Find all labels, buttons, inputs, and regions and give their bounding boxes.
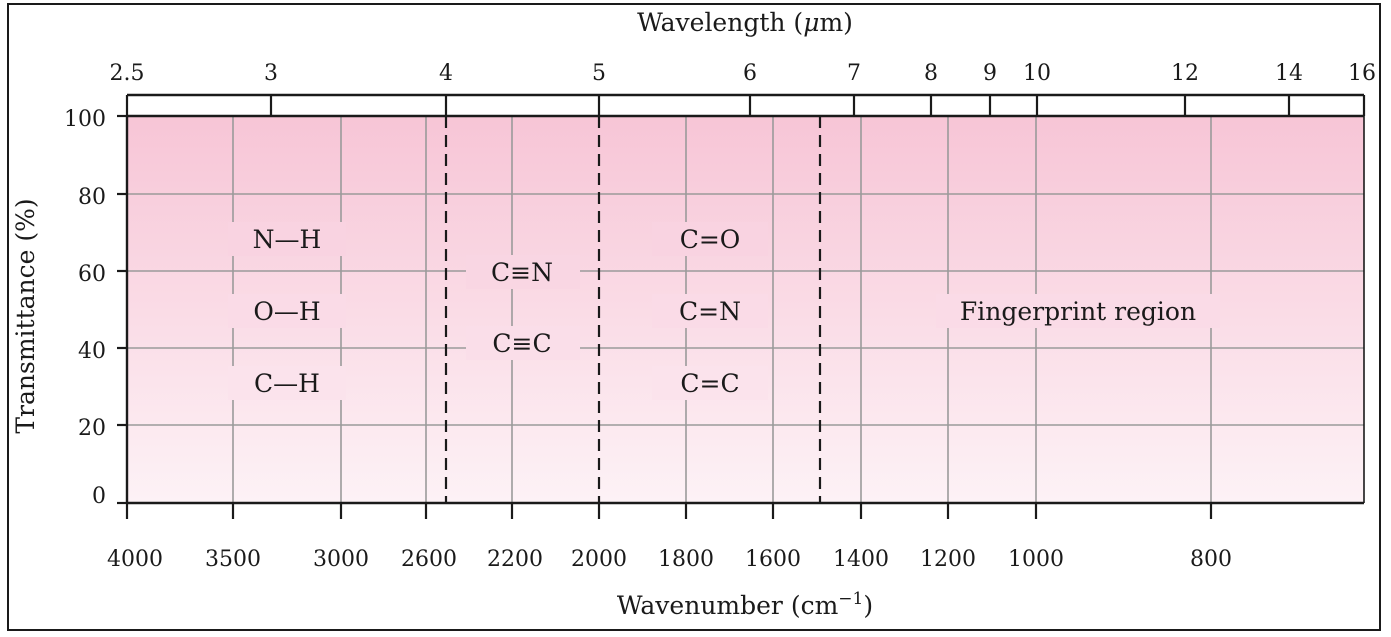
bottom-tick-label: 2600 bbox=[401, 547, 457, 572]
bond-label-c-double-o: C=O bbox=[680, 225, 741, 254]
top-tick-label: 5 bbox=[592, 61, 606, 86]
top-tick-label: 8 bbox=[924, 61, 938, 86]
left-tick-label: 20 bbox=[78, 416, 106, 441]
bottom-axis-title-text: Wavenumber (cm bbox=[617, 591, 839, 620]
triple-bond-labels: C≡N C≡C bbox=[466, 255, 580, 360]
top-axis-title: Wavelength (μm) bbox=[637, 8, 853, 37]
bottom-axis-title-close: ) bbox=[863, 591, 873, 620]
bottom-tick-label: 1000 bbox=[1008, 547, 1064, 572]
bottom-tick-label: 2200 bbox=[487, 547, 543, 572]
top-tick-label: 2.5 bbox=[110, 61, 145, 86]
left-tick-label: 0 bbox=[92, 484, 106, 509]
label-backdrop bbox=[228, 366, 346, 400]
left-tick-label: 60 bbox=[78, 262, 106, 287]
bottom-tick-label: 2000 bbox=[571, 547, 627, 572]
label-backdrop bbox=[228, 294, 346, 328]
fingerprint-label-group: Fingerprint region bbox=[936, 294, 1220, 328]
top-axis-title-text: Wavelength ( bbox=[637, 8, 803, 37]
label-backdrop bbox=[466, 326, 580, 360]
top-tick-labels: 2.5 3 4 5 6 7 8 9 10 12 14 16 bbox=[110, 61, 1377, 86]
label-backdrop bbox=[652, 366, 768, 400]
left-tick-label: 80 bbox=[78, 185, 106, 210]
top-tick-label: 16 bbox=[1348, 61, 1376, 86]
region-dividers bbox=[444, 116, 822, 503]
fingerprint-region-label: Fingerprint region bbox=[960, 297, 1196, 326]
bond-label-n-h: N—H bbox=[253, 225, 322, 254]
bottom-tick-label: 1600 bbox=[745, 547, 801, 572]
top-axis-title-unit-rest: m) bbox=[819, 8, 852, 37]
left-tick-labels: 100 80 60 40 20 0 bbox=[64, 107, 106, 509]
left-tick-label: 40 bbox=[78, 339, 106, 364]
label-backdrop bbox=[466, 255, 580, 289]
bottom-tick-labels: 4000 3500 3000 2600 2200 2000 1800 1600 … bbox=[107, 547, 1232, 572]
label-backdrop bbox=[652, 294, 768, 328]
top-tick-label: 3 bbox=[264, 61, 278, 86]
bottom-tick-label: 1800 bbox=[658, 547, 714, 572]
top-axis-ticks bbox=[125, 95, 1366, 116]
label-backdrop bbox=[652, 222, 768, 256]
bottom-tick-label: 800 bbox=[1190, 547, 1232, 572]
bottom-tick-label: 3000 bbox=[313, 547, 369, 572]
left-axis-ticks bbox=[117, 114, 127, 505]
top-axis-title-unit-symbol: μ bbox=[803, 8, 819, 37]
label-backdrop bbox=[228, 222, 346, 256]
bond-label-c-h: C—H bbox=[254, 369, 320, 398]
bottom-tick-label: 3500 bbox=[205, 547, 261, 572]
double-bond-labels: C=O C=N C=C bbox=[652, 222, 768, 400]
bottom-tick-label: 1400 bbox=[833, 547, 889, 572]
top-tick-label: 9 bbox=[983, 61, 997, 86]
top-tick-label: 14 bbox=[1275, 61, 1303, 86]
label-backdrop bbox=[936, 294, 1220, 328]
bottom-axis-ticks bbox=[125, 503, 1213, 519]
bond-label-c-triple-c: C≡C bbox=[492, 329, 551, 358]
left-tick-label: 100 bbox=[64, 107, 106, 132]
top-tick-label: 12 bbox=[1171, 61, 1199, 86]
top-tick-label: 7 bbox=[847, 61, 861, 86]
bottom-tick-label: 4000 bbox=[107, 547, 163, 572]
top-tick-label: 6 bbox=[743, 61, 757, 86]
bond-label-o-h: O—H bbox=[253, 297, 320, 326]
top-tick-label: 10 bbox=[1023, 61, 1051, 86]
single-bond-labels: N—H O—H C—H bbox=[228, 222, 346, 400]
bottom-tick-label: 1200 bbox=[920, 547, 976, 572]
bond-label-c-double-n: C=N bbox=[679, 297, 741, 326]
top-tick-label: 4 bbox=[439, 61, 453, 86]
left-axis-title: Transmittance (%) bbox=[11, 198, 40, 433]
bond-label-c-double-c: C=C bbox=[680, 369, 739, 398]
bond-label-c-triple-n: C≡N bbox=[491, 258, 553, 287]
bottom-axis-title: Wavenumber (cm−1) bbox=[617, 589, 873, 620]
bottom-axis-title-superscript: −1 bbox=[838, 589, 863, 609]
